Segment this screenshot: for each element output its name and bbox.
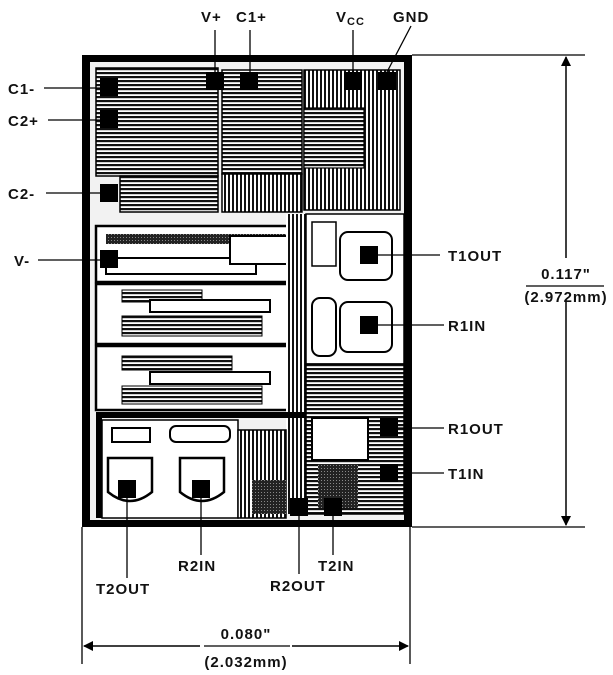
pad-t2in (324, 498, 342, 516)
pad-t2out (118, 480, 136, 498)
label-c1-minus: C1- (8, 81, 35, 98)
pad-r2in (192, 480, 210, 498)
label-vcc: VCC (336, 9, 365, 28)
pad-r1in (360, 316, 378, 334)
label-t1in: T1IN (448, 466, 485, 483)
label-r1out: R1OUT (448, 421, 504, 438)
label-v-plus: V+ (201, 9, 222, 26)
pad-v-plus (206, 72, 224, 90)
height-dimension: 0.117" (2.972mm) (412, 54, 607, 528)
leader-lines (38, 25, 444, 578)
pad-t1in (380, 464, 398, 482)
label-r2in: R2IN (178, 558, 216, 575)
pad-c1-plus (240, 72, 258, 90)
label-v-minus: V- (14, 253, 30, 270)
label-c1-plus: C1+ (236, 9, 267, 26)
bond-pads (100, 72, 398, 516)
pad-c2-plus (100, 110, 118, 128)
pad-c2-minus (100, 184, 118, 202)
label-r1in: R1IN (448, 318, 486, 335)
height-inches: 0.117" (541, 266, 591, 283)
label-t1out: T1OUT (448, 248, 502, 265)
label-gnd: GND (393, 9, 429, 26)
pad-vcc (344, 72, 362, 90)
width-mm: (2.032mm) (204, 654, 287, 671)
pad-v-minus (100, 250, 118, 268)
label-t2out: T2OUT (96, 581, 150, 598)
die-chip (82, 55, 412, 527)
pad-gnd (378, 72, 396, 90)
width-dimension: 0.080" (2.032mm) (81, 527, 411, 671)
label-c2-minus: C2- (8, 186, 35, 203)
label-c2-plus: C2+ (8, 113, 39, 130)
pad-c1-minus (100, 78, 118, 96)
pad-r1out (380, 418, 398, 436)
pad-r2out (290, 498, 308, 516)
pad-t1out (360, 246, 378, 264)
pin-labels: C1- C2+ C2- V- V+ C1+ VCC GND T1OUT R1IN… (8, 9, 504, 598)
width-inches: 0.080" (221, 626, 272, 643)
label-r2out: R2OUT (270, 578, 326, 595)
height-mm: (2.972mm) (524, 289, 607, 306)
label-t2in: T2IN (318, 558, 355, 575)
